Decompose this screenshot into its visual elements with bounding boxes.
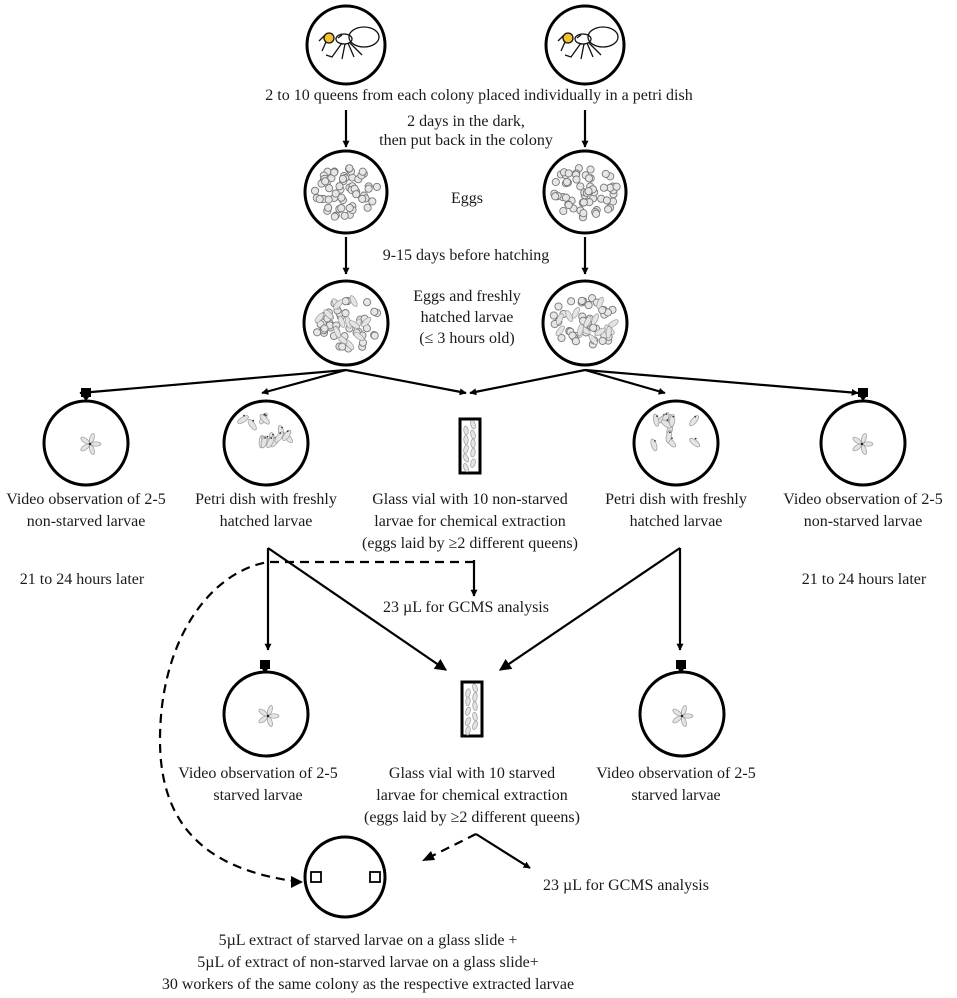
later-right-label: 21 to 24 hours later xyxy=(802,571,927,588)
queens-label: 2 to 10 queens from each colony placed i… xyxy=(265,87,692,104)
video-s-right-label-1: Video observation of 2-5 xyxy=(596,765,755,782)
video-dish-starved-right xyxy=(638,660,726,758)
larva-icon xyxy=(672,705,694,727)
glass-vial-non-starved xyxy=(458,417,482,475)
egg-cluster-icon xyxy=(550,164,621,222)
video-dish-starved-left xyxy=(222,660,310,758)
petri-right-label-2: hatched larvae xyxy=(630,513,723,530)
dashed-arrow-starved-extract xyxy=(431,833,477,857)
fresh-label-2: hatched larvae xyxy=(421,309,514,326)
egg-cluster-icon xyxy=(313,295,382,353)
final-label-1: 5µL extract of starved larvae on a glass… xyxy=(219,932,518,949)
ant-queen-icon xyxy=(318,26,380,60)
egg-dish-right xyxy=(542,149,628,235)
hatch-days-label: 9-15 days before hatching xyxy=(383,247,550,264)
video-ns-left-label-2: non-starved larvae xyxy=(27,513,146,530)
arrow-vial-s-to-gcms xyxy=(475,833,531,869)
glass-slide-icon xyxy=(369,871,381,883)
fresh-dish-left xyxy=(302,279,390,367)
eggs-label: Eggs xyxy=(451,190,483,207)
video-s-left-label-2: starved larvae xyxy=(213,787,302,804)
larva-icon xyxy=(465,683,478,736)
larva-icon xyxy=(237,412,293,449)
glass-slide-icon xyxy=(310,871,322,883)
queen-dish-right xyxy=(544,4,626,86)
fresh-label-3: (≤ 3 hours old) xyxy=(419,330,514,347)
video-dish-non-starved-right xyxy=(819,388,907,487)
fresh-dish-right xyxy=(541,279,629,367)
dark-label-2: then put back in the colony xyxy=(379,132,553,149)
video-camera-icon xyxy=(81,388,91,401)
petri-left-label-2: hatched larvae xyxy=(220,513,313,530)
petri-dish-fresh-left xyxy=(222,399,310,487)
larva-icon xyxy=(258,705,280,727)
later-left-label: 21 to 24 hours later xyxy=(20,571,145,588)
vial-s-label-3: (eggs laid by ≥2 different queens) xyxy=(364,809,580,826)
final-label-3: 30 workers of the same colony as the res… xyxy=(162,976,574,993)
dark-label-1: 2 days in the dark, xyxy=(407,113,525,130)
arrow-petri-left-to-vial-starved xyxy=(267,547,447,671)
arrow-petri-right-to-vial-starved xyxy=(499,547,681,671)
video-s-left-label-1: Video observation of 2-5 xyxy=(178,765,337,782)
ant-queen-icon xyxy=(557,26,619,60)
vial-s-label-2: larvae for chemical extraction xyxy=(376,787,567,804)
petri-right-label-1: Petri dish with freshly xyxy=(605,491,747,508)
glass-vial-starved xyxy=(460,680,484,738)
video-ns-left-label-1: Video observation of 2-5 xyxy=(6,491,165,508)
dashed-arrowhead-2 xyxy=(422,851,435,861)
vial-ns-label-2: larvae for chemical extraction xyxy=(374,513,565,530)
dashed-arrowhead xyxy=(291,876,303,888)
egg-cluster-icon xyxy=(310,164,381,221)
gcms-label-2: 23 µL for GCMS analysis xyxy=(543,877,709,894)
video-dish-non-starved-left xyxy=(42,388,130,487)
vial-ns-label-1: Glass vial with 10 non-starved xyxy=(372,491,568,508)
petri-left-label-1: Petri dish with freshly xyxy=(195,491,337,508)
vial-ns-label-3: (eggs laid by ≥2 different queens) xyxy=(362,535,578,552)
video-ns-right-label-1: Video observation of 2-5 xyxy=(783,491,942,508)
larva-icon xyxy=(852,433,874,455)
egg-dish-left xyxy=(303,149,389,235)
bioassay-dish xyxy=(303,835,387,919)
gcms-label-1: 23 µL for GCMS analysis xyxy=(383,599,549,616)
video-ns-right-label-2: non-starved larvae xyxy=(804,513,923,530)
larva-icon xyxy=(80,433,102,455)
larva-icon xyxy=(650,412,701,452)
queen-dish-left xyxy=(305,4,387,86)
vial-s-label-1: Glass vial with 10 starved xyxy=(389,765,555,782)
egg-cluster-icon xyxy=(549,294,619,349)
dashed-arrow-ns-extract-to-slide xyxy=(158,560,474,884)
petri-dish-fresh-right xyxy=(632,399,720,487)
video-s-right-label-2: starved larvae xyxy=(631,787,720,804)
final-label-2: 5µL of extract of non-starved larvae on … xyxy=(197,954,539,971)
fresh-label-1: Eggs and freshly xyxy=(413,288,521,305)
distribution-arrows xyxy=(79,368,859,396)
video-camera-icon xyxy=(858,388,868,401)
larva-icon xyxy=(462,420,476,473)
